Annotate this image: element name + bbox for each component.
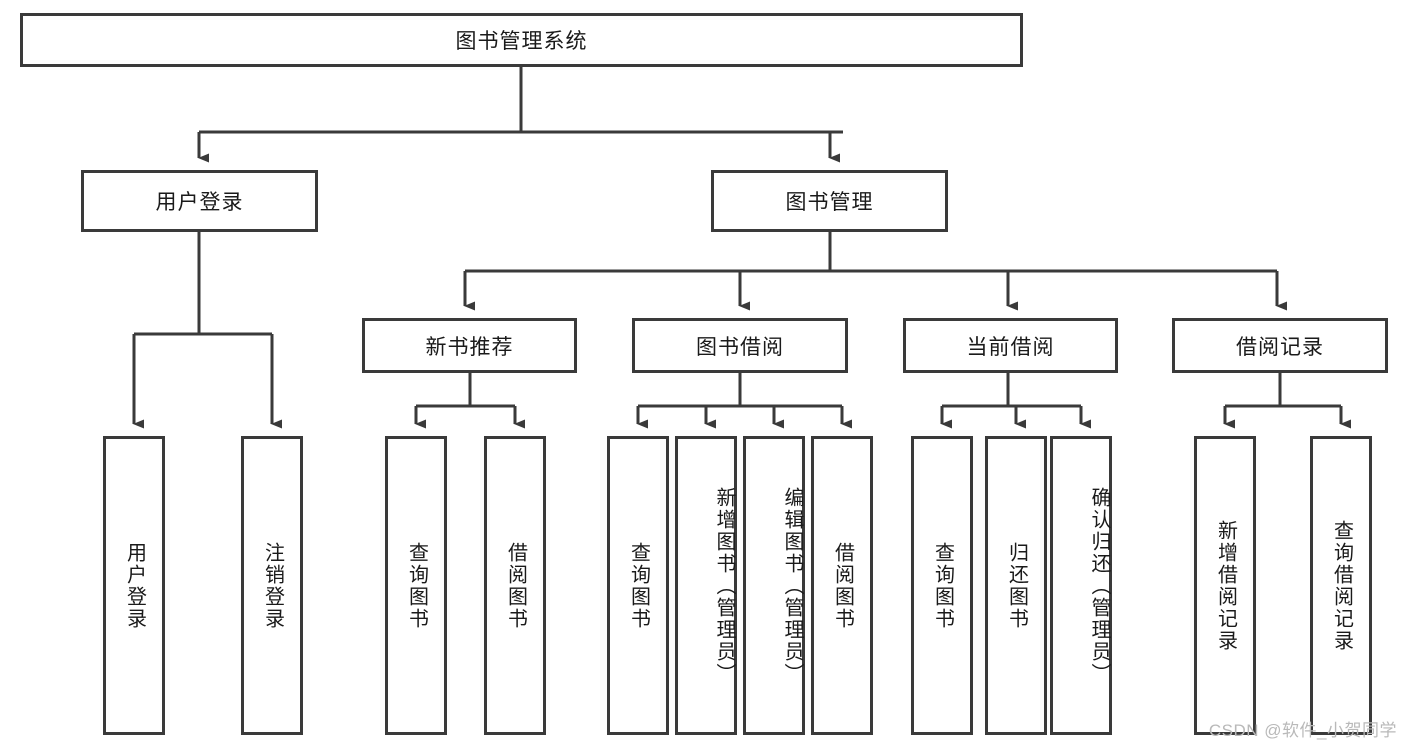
node-book-manage-label: 图书管理 bbox=[785, 191, 874, 214]
node-new-book-recommend-label: 新书推荐 bbox=[425, 335, 514, 359]
node-leaf-borrow-book-1[interactable]: 借阅图书 bbox=[484, 436, 546, 735]
node-current-borrow[interactable]: 当前借阅 bbox=[903, 318, 1118, 373]
node-leaf-query-book-1-label: 查询图书 bbox=[405, 541, 428, 630]
node-root-label: 图书管理系统 bbox=[455, 30, 588, 53]
node-leaf-query-book-3[interactable]: 查询图书 bbox=[911, 436, 973, 735]
node-leaf-add-book[interactable]: 新增图书（管理员） bbox=[675, 436, 737, 735]
node-new-book-recommend[interactable]: 新书推荐 bbox=[362, 318, 577, 373]
node-leaf-borrow-book-2-label: 借阅图书 bbox=[831, 541, 854, 630]
node-leaf-return-book-label: 归还图书 bbox=[1005, 541, 1028, 630]
node-leaf-user-login-label: 用户登录 bbox=[123, 541, 146, 630]
node-leaf-add-record[interactable]: 新增借阅记录 bbox=[1194, 436, 1256, 735]
node-leaf-query-book-2[interactable]: 查询图书 bbox=[607, 436, 669, 735]
node-root[interactable]: 图书管理系统 bbox=[20, 13, 1023, 67]
node-leaf-add-book-label: 新增图书（管理员） bbox=[713, 486, 735, 685]
node-user-login-label: 用户登录 bbox=[155, 191, 244, 214]
node-book-manage[interactable]: 图书管理 bbox=[711, 170, 948, 232]
node-leaf-query-book-1[interactable]: 查询图书 bbox=[385, 436, 447, 735]
node-leaf-query-book-2-label: 查询图书 bbox=[627, 541, 650, 630]
node-borrow-record-label: 借阅记录 bbox=[1236, 335, 1324, 359]
watermark: CSDN @软件_小贺同学 bbox=[1208, 721, 1397, 740]
node-leaf-logout[interactable]: 注销登录 bbox=[241, 436, 303, 735]
node-user-login[interactable]: 用户登录 bbox=[81, 170, 318, 232]
node-book-borrow[interactable]: 图书借阅 bbox=[632, 318, 848, 373]
node-leaf-edit-book[interactable]: 编辑图书（管理员） bbox=[743, 436, 805, 735]
node-leaf-add-record-label: 新增借阅记录 bbox=[1214, 519, 1237, 652]
node-leaf-query-record-label: 查询借阅记录 bbox=[1330, 519, 1353, 652]
node-book-borrow-label: 图书借阅 bbox=[696, 335, 784, 359]
node-leaf-return-book[interactable]: 归还图书 bbox=[985, 436, 1047, 735]
node-leaf-borrow-book-2[interactable]: 借阅图书 bbox=[811, 436, 873, 735]
node-leaf-user-login[interactable]: 用户登录 bbox=[103, 436, 165, 735]
node-leaf-confirm-return-label: 确认归还（管理员） bbox=[1088, 486, 1110, 685]
node-borrow-record[interactable]: 借阅记录 bbox=[1172, 318, 1388, 373]
node-leaf-query-book-3-label: 查询图书 bbox=[931, 541, 954, 630]
node-leaf-query-record[interactable]: 查询借阅记录 bbox=[1310, 436, 1372, 735]
node-leaf-borrow-book-1-label: 借阅图书 bbox=[504, 541, 527, 630]
node-leaf-edit-book-label: 编辑图书（管理员） bbox=[781, 486, 803, 685]
node-current-borrow-label: 当前借阅 bbox=[966, 335, 1055, 359]
node-leaf-confirm-return[interactable]: 确认归还（管理员） bbox=[1050, 436, 1112, 735]
node-leaf-logout-label: 注销登录 bbox=[261, 541, 284, 630]
